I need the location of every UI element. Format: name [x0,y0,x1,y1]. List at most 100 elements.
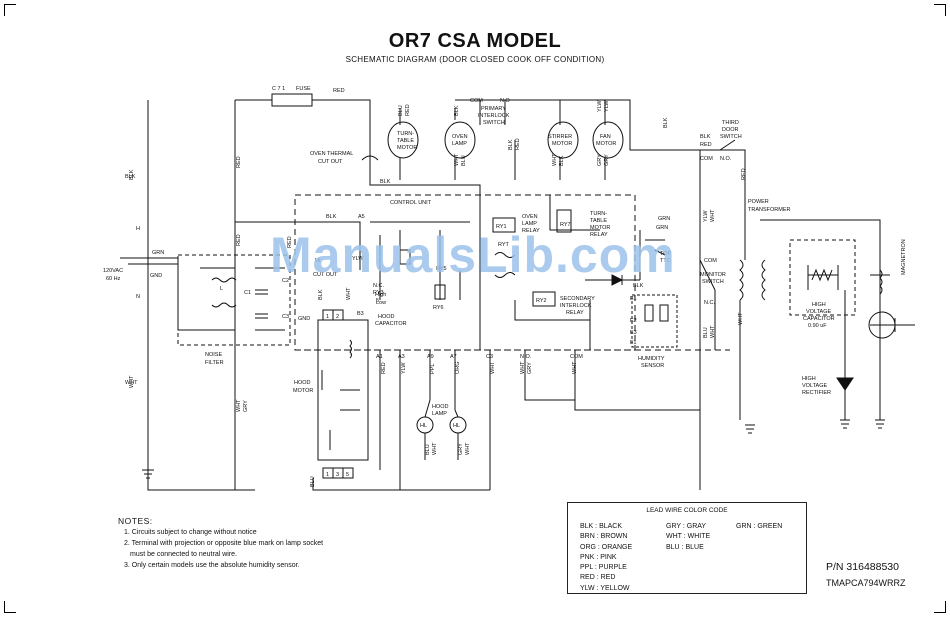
color-code-legend: LEAD WIRE COLOR CODE BLK : BLACK BRN : B… [567,502,807,594]
n2-label: 2 [336,314,339,320]
hv-cap-3: CAPACITOR [803,316,835,322]
oven-lamp-relay-3: RELAY [522,228,540,234]
a9-label: A9 [427,354,434,360]
oven-lamp-symbol [444,121,476,159]
legend-column-1: BLK : BLACK BRN : BROWN ORG : ORANGE PNK… [580,522,632,594]
wire [399,140,606,180]
wire [700,139,746,200]
humidity-sensor-box [631,294,678,348]
legend-entry: GRN : GREEN [736,523,783,530]
wire [455,99,700,151]
tt-relay-3: MOTOR [590,225,610,231]
wire-wht-v7: WHT [465,442,471,455]
n1b-label: 1 [326,472,329,478]
wire-blk-v1: BLK [129,169,135,180]
wire [147,100,255,491]
tt-relay-2: TABLE [590,218,607,224]
thermal-label-1: OVEN THERMAL [310,151,353,157]
hood-motor-2: MOTOR [293,388,313,394]
wire-red-v4: RED [405,104,411,116]
wire-wht-v6: WHT [432,442,438,455]
pis-label-2: INTERLOCK [478,113,510,119]
wire-wht-v1: WHT [129,375,135,388]
legend-column-3: GRN : GREEN [736,522,782,532]
note-item: 3. Only certain models use the absolute … [124,562,300,569]
wire-red-v6: RED [741,168,747,180]
low-label: Low [376,300,386,306]
c71-label: C 7 1 [272,86,285,92]
wire-ylw-v3: YLW [604,100,610,112]
power-transformer-1: POWER [748,199,769,205]
wire-blu-v3: BLU [398,105,404,116]
model-code: TMAPCA794WRRZ [826,578,906,588]
crop-mark [934,4,946,5]
ry7-label: RY7 [560,222,571,228]
hood-lamp-2-label: LAMP [432,411,447,417]
ry6-label: RY6 [433,305,444,311]
wire-blk-3: BLK [380,179,391,185]
b3-label: B3 [357,311,364,317]
turntable-motor-symbol [387,121,419,159]
c1-label: C1 [244,290,251,296]
monitor-switch-1: MONITOR [700,272,726,278]
turntable-label-2: TABLE [397,138,414,144]
wire-red-v1: RED [236,156,242,168]
wire-ppl-v1: PPL [430,364,436,374]
note-item: 2. Terminal with projection or opposite … [124,540,324,547]
wire-red-v7: RED [287,236,293,248]
hz-label: 60 Hz [106,276,121,282]
wire-gry-v1: GRY [243,400,249,412]
fuse-label: FUSE [296,86,311,92]
diagram-title: OR7 CSA MODEL [388,30,562,52]
wire-wht-v13: WHT [346,287,352,300]
watermark: ManualsLib.com [270,227,676,283]
com-label-3: COM [704,258,717,264]
fan-label-1: FAN [600,134,611,140]
wire-red-2: RED [700,142,712,148]
wire-grn-3: GRN [656,225,668,231]
ry1-label: RY1 [496,224,507,230]
n5b-label: 5 [346,472,349,478]
thermal-label-2: CUT OUT [318,159,343,165]
monitor-switch-2: SWITCH [702,279,724,285]
crop-mark [4,4,16,5]
tt-relay-1: TURN- [590,211,607,217]
wire-wht-v12: WHT [738,312,744,325]
high-label: High [375,292,386,298]
part-number: P/N 316488530 [826,561,899,573]
wire [379,230,461,300]
c3-label: C3 [282,314,289,320]
n3-label: 3 [336,472,339,478]
legend-entry: WHT : WHITE [666,533,711,541]
wire-ylw: YLW [352,256,364,262]
wire [514,300,591,350]
no-label-3: N.O. [520,354,532,360]
l-label: L [220,286,223,292]
no-label: N.O [500,98,511,104]
wire-red-v5: RED [515,138,521,150]
wire-red-v3: RED [381,362,387,374]
pis-label-3: SWITCH [483,120,505,126]
wire-blu-v2: BLU [425,444,431,455]
noise-filter-box [177,254,291,346]
a3-label: A3 [398,354,405,360]
ryt-label: RYT [498,242,510,248]
no-label-2: N.O. [720,156,732,162]
note-item: must be connected to neutral wire. [130,551,238,558]
grn-label: GRN [152,250,164,256]
wire-grn-2: GRN [658,216,670,222]
fan-motor-symbol [592,121,624,159]
legend-column-2: GRY : GRAY WHT : WHITE BLU : BLUE [666,522,710,553]
legend-entry: YLW : YELLOW [580,584,630,592]
legend-entry: PNK : PINK [580,553,617,561]
tds-label-3: SWITCH [720,134,742,140]
pis-label-1: PRIMARY [481,106,506,112]
legend-entry: ORG : ORANGE [580,543,633,551]
fuse-symbol [271,93,313,107]
legend-entry: BRN : BROWN [580,533,628,541]
wire-wht-v9: WHT [552,153,558,166]
legend-entry: BLU : BLUE [666,543,704,551]
legend-entry: GRY : GRAY [666,523,707,530]
wire-blk-v5: BLK [663,117,669,128]
ry2-label: RY2 [536,298,547,304]
